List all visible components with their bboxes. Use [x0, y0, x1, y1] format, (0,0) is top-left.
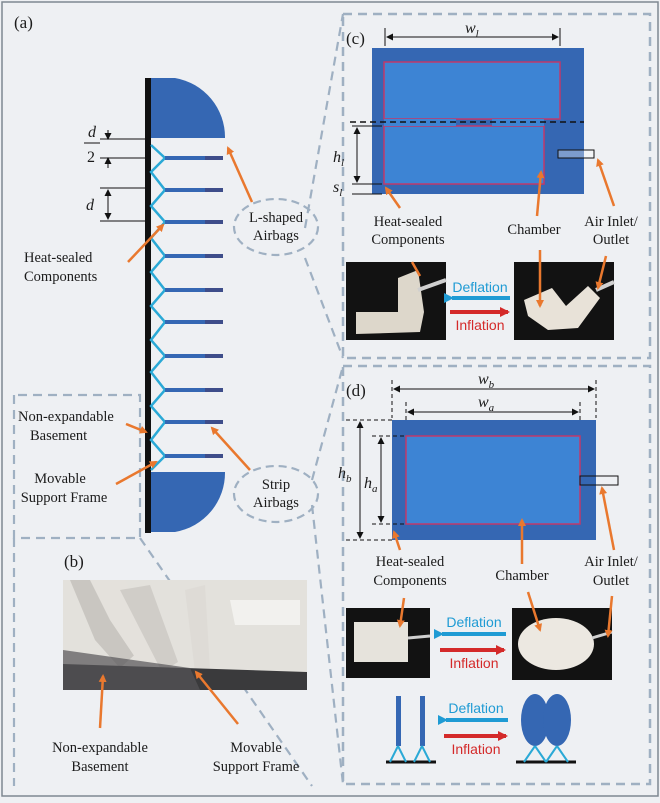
- panel-b-movable-line2: Support Frame: [213, 759, 300, 775]
- c-heat-line1: Heat-sealed: [374, 214, 443, 230]
- l-airbag-gap: [492, 119, 544, 126]
- nonexp-label-line1: Non-expandable: [18, 409, 114, 425]
- c-chamber: Chamber: [507, 222, 560, 238]
- d-schematic-inflation-label: Inflation: [451, 741, 500, 757]
- dimension-d: [100, 187, 150, 222]
- panel-b-movable-arrow: [194, 670, 239, 725]
- panel-a-label: (a): [14, 13, 33, 32]
- dim-hb-label: hb: [338, 465, 352, 485]
- dim-wb-label: wb: [478, 371, 495, 391]
- l-airbag-lower-chamber: [383, 125, 545, 185]
- heat-sealed-arrow: [127, 223, 165, 263]
- c-chamber-arrow: [535, 170, 545, 217]
- d-photo-deflated: [346, 608, 431, 678]
- d-air-arrow: [599, 486, 616, 551]
- panel-d-label: (d): [346, 381, 366, 400]
- panel-b-photo: [63, 580, 307, 690]
- connector-line: [310, 365, 345, 481]
- connector-line: [303, 13, 345, 229]
- c-air-arrow: [596, 158, 616, 207]
- strip-callout: [232, 464, 320, 524]
- d-chamber: Chamber: [495, 568, 548, 584]
- c-deflation-label: Deflation: [452, 279, 507, 295]
- l-shaped-airbag-bottom: [151, 472, 226, 532]
- panel-b-movable-line1: Movable: [230, 740, 282, 756]
- dim-d-numerator: d: [88, 124, 97, 141]
- l-shaped-callout: [232, 197, 320, 257]
- d-photo-chamber-arrow: [526, 591, 543, 632]
- l-shaped-arrow: [226, 146, 254, 203]
- air-inlet-c: [557, 149, 595, 159]
- heat-sealed-label-line1: Heat-sealed: [24, 250, 93, 266]
- nonexp-label-line2: Basement: [30, 428, 87, 444]
- strip-airbags: [165, 156, 223, 458]
- dim-wa-label: wa: [478, 394, 495, 414]
- panel-b-label: (b): [64, 552, 84, 571]
- d-deflation-label: Deflation: [446, 614, 501, 630]
- dim-ha-label: ha: [364, 475, 378, 495]
- d-inflation-label: Inflation: [449, 655, 498, 671]
- strip-label-line1: Strip: [262, 477, 290, 493]
- movable-label-line2: Support Frame: [21, 490, 108, 506]
- d-photo-air-arrow: [604, 595, 614, 638]
- strip-airbag-chamber: [405, 435, 581, 525]
- movable-label-line1: Movable: [34, 471, 86, 487]
- panel-b-nonexp-arrow: [98, 674, 107, 729]
- c-heat-arrow: [384, 186, 402, 209]
- strip-arrow: [210, 426, 251, 471]
- panel-c-label: (c): [346, 29, 365, 48]
- d-photo-inflated: [512, 608, 613, 680]
- d-air-line2: Outlet: [593, 573, 629, 589]
- c-air-line2: Outlet: [593, 232, 629, 248]
- basement-callout-frame: [12, 393, 142, 540]
- l-shaped-label-line1: L-shaped: [249, 210, 304, 226]
- air-inlet-d: [579, 475, 619, 486]
- movable-support-frame: [149, 144, 167, 471]
- nonexp-arrow: [125, 422, 148, 434]
- c-air-line1: Air Inlet/: [584, 214, 639, 230]
- d-heat-line1: Heat-sealed: [376, 554, 445, 570]
- panel-d-frame: [341, 364, 652, 786]
- panel-b-nonexp-line1: Non-expandable: [52, 740, 148, 756]
- movable-arrow: [115, 460, 158, 486]
- c-photo-deflated: [346, 262, 447, 340]
- c-photo-air-arrow: [595, 255, 608, 290]
- dim-d-label: d: [86, 197, 95, 214]
- d-heat-line2: Components: [373, 573, 447, 589]
- connector-line: [303, 257, 345, 359]
- dim-sl-label: sl: [333, 179, 342, 199]
- panel-c-frame: [341, 12, 652, 360]
- dim-hl-label: hl: [333, 149, 344, 169]
- base-plate: [145, 78, 151, 533]
- d-photo-heat-arrow: [396, 597, 406, 628]
- connector-line: [310, 504, 345, 785]
- strip-label-line2: Airbags: [253, 495, 299, 511]
- c-inflation-label: Inflation: [455, 317, 504, 333]
- c-photo-arrow: [410, 261, 422, 277]
- d-air-line1: Air Inlet/: [584, 554, 639, 570]
- air-inlet-c-outline: [557, 149, 595, 159]
- dimension-d-half: [100, 130, 150, 168]
- l-shaped-airbag-top: [151, 78, 226, 138]
- l-shaped-label-line2: Airbags: [253, 228, 299, 244]
- l-airbag-upper-chamber: [383, 61, 561, 120]
- c-photo-inflated: [514, 262, 615, 340]
- d-schematic-deflation-label: Deflation: [448, 700, 503, 716]
- d-heat-arrow: [392, 530, 402, 551]
- c-heat-line2: Components: [371, 232, 445, 248]
- dim-wl-label: wl: [465, 20, 479, 40]
- d-schematic-deflated: [386, 696, 436, 764]
- panel-b-nonexp-line2: Basement: [71, 759, 128, 775]
- heat-sealed-label-line2: Components: [24, 269, 98, 285]
- d-schematic-inflated: [516, 694, 576, 764]
- dim-two-denominator: 2: [87, 149, 95, 166]
